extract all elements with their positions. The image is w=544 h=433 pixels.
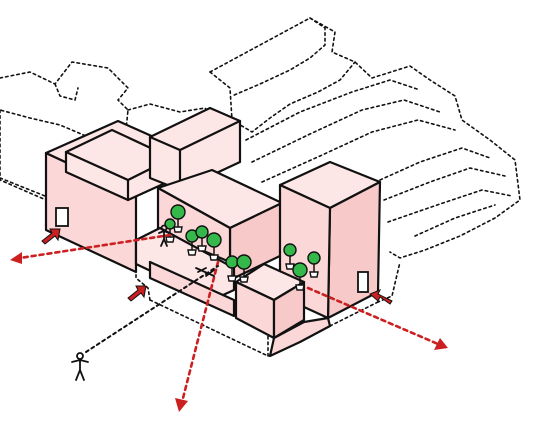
bench-lines	[195, 267, 215, 277]
tree-pot	[197, 245, 207, 252]
tree-icon	[195, 225, 209, 252]
tree-icon	[225, 255, 239, 282]
arrow-right-entry	[369, 289, 393, 305]
context-roof-line-2	[251, 99, 441, 163]
tower-door	[357, 271, 369, 293]
tree-icon	[185, 229, 199, 256]
path-west-arrowhead	[10, 252, 22, 264]
path-west	[18, 233, 172, 260]
context-block-ne	[209, 17, 521, 259]
person-icon-terrace	[158, 224, 170, 247]
tree-pot	[209, 254, 219, 261]
path-pedestrian	[85, 265, 219, 353]
entry-arrows	[41, 228, 393, 305]
tree-crown	[170, 204, 186, 220]
person-head	[76, 352, 84, 360]
context-roof-line-4	[379, 147, 491, 181]
tree-pot	[165, 236, 175, 243]
path-east-arrowhead	[434, 338, 448, 350]
tree-icon	[292, 262, 308, 291]
tree-icon	[283, 243, 297, 270]
tree-crown	[292, 262, 308, 278]
path-south	[180, 260, 220, 404]
tree-pot	[187, 249, 197, 256]
terrace-edge	[148, 260, 236, 318]
context-roof-line-7	[414, 204, 496, 237]
tree-crown	[225, 255, 239, 269]
context-block-n	[127, 103, 213, 119]
courtyard-floor	[268, 316, 332, 358]
tree-icon	[307, 251, 321, 278]
context-block-ne-inner	[209, 61, 356, 133]
tree-pot	[239, 276, 249, 283]
main-buildings	[44, 106, 382, 358]
path-south-arrowhead	[175, 398, 188, 412]
bridge-block	[148, 106, 242, 192]
tree-crown	[206, 232, 222, 248]
context-roof-line-6	[387, 189, 513, 223]
terrace-person-body	[158, 230, 170, 247]
left-block-door	[55, 207, 69, 227]
person-body	[71, 359, 89, 381]
context-roof-line-1	[245, 79, 421, 141]
tree-icons	[164, 204, 321, 291]
tree-pot	[173, 226, 183, 233]
tree-crown	[164, 218, 176, 230]
circulation-paths	[10, 233, 448, 412]
path-east	[306, 286, 440, 346]
tree-icon	[170, 204, 186, 233]
context-roof-line-3	[261, 119, 456, 183]
person-icon	[71, 352, 89, 381]
bench-icon	[195, 267, 215, 277]
tree-pot	[227, 275, 237, 282]
tree-pot	[295, 284, 305, 291]
context-roof-ridge	[231, 17, 326, 97]
tree-pot	[309, 271, 319, 278]
tree-crown	[307, 251, 321, 265]
context-roof-detail	[54, 83, 79, 101]
tree-icon	[206, 232, 222, 261]
tree-crown	[195, 225, 209, 239]
tree-crown	[236, 254, 252, 270]
context-ground-w	[0, 177, 46, 197]
tree-icon	[164, 218, 176, 243]
context-block-w-edge	[0, 109, 47, 201]
cube-side	[272, 280, 306, 340]
tree-icon	[236, 254, 252, 283]
arrow-front-entry	[127, 285, 147, 302]
context-roof-line-5	[383, 167, 506, 201]
tree-crown	[283, 243, 297, 257]
arrow-left-entry	[41, 228, 61, 245]
